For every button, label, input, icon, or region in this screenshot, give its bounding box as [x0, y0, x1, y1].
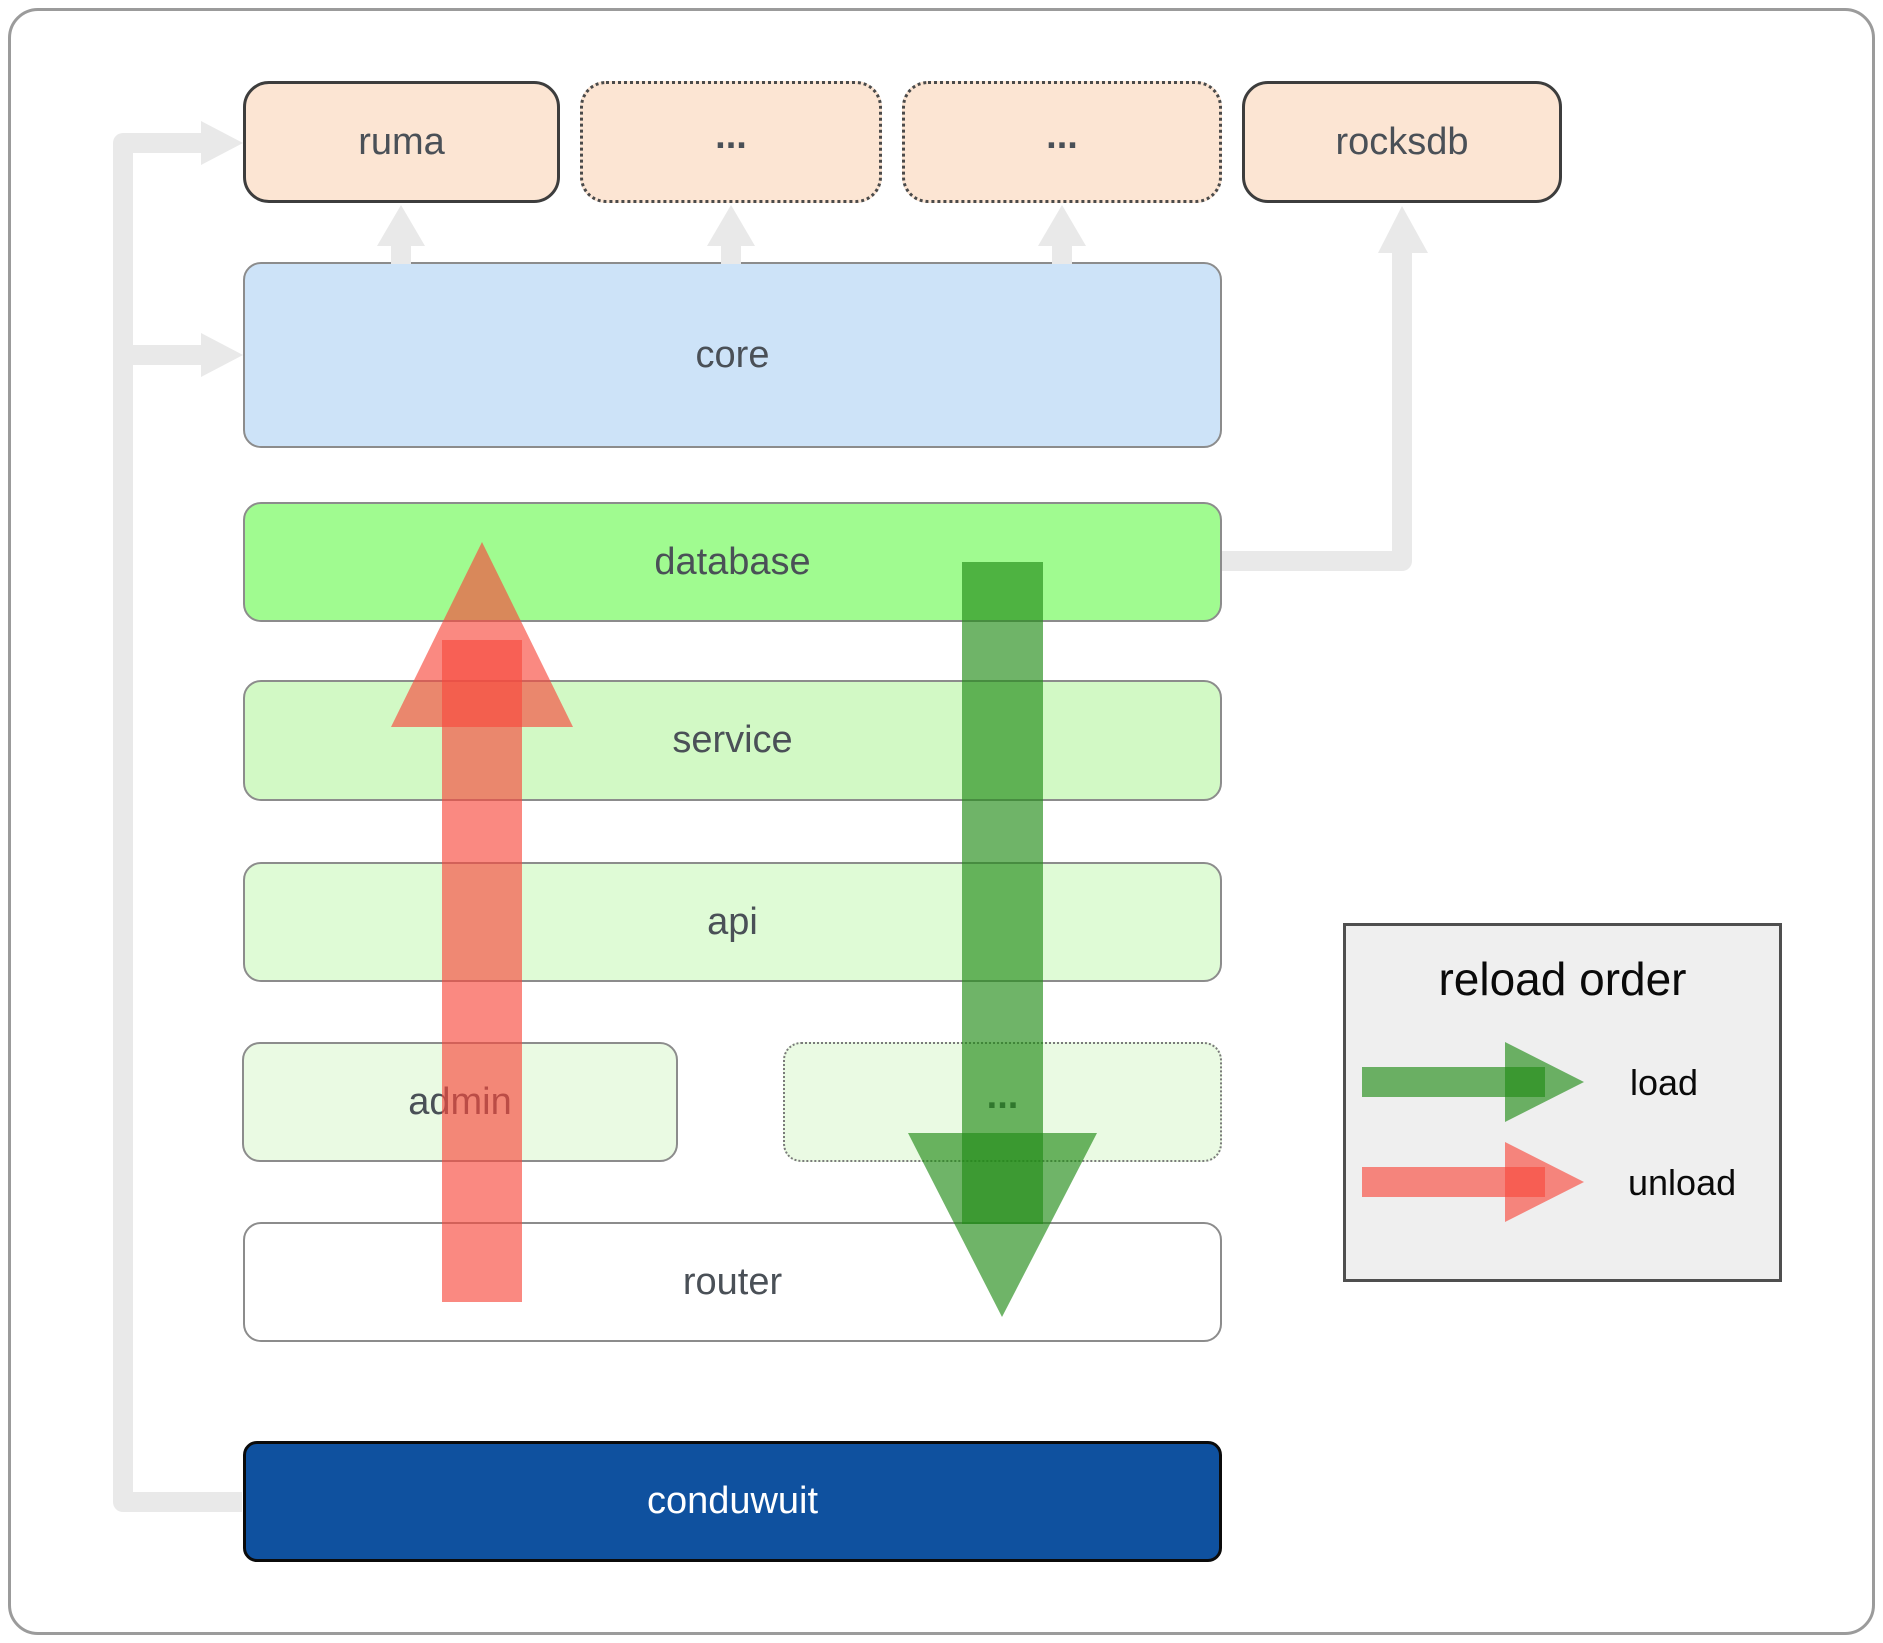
box-admin: admin: [242, 1042, 678, 1162]
box-api-label: api: [707, 900, 758, 943]
box-admin-label: admin: [408, 1080, 512, 1123]
box-ellipsis-2: ...: [902, 81, 1222, 203]
box-ellipsis-1-label: ...: [715, 114, 747, 157]
box-ellipsis-1: ...: [580, 81, 882, 203]
box-api: api: [243, 862, 1222, 982]
box-database-label: database: [654, 540, 811, 583]
box-ellipsis-3: ...: [783, 1042, 1222, 1162]
legend-title: reload order: [1438, 953, 1687, 1005]
legend-unload-label: unload: [1628, 1162, 1737, 1203]
box-database: database: [243, 502, 1222, 622]
box-service: service: [243, 680, 1222, 801]
legend-load-label: load: [1630, 1062, 1699, 1103]
box-ellipsis-3-label: ...: [986, 1074, 1019, 1117]
box-conduwuit-label: conduwuit: [646, 1480, 819, 1522]
box-ellipsis-2-label: ...: [1046, 114, 1078, 157]
box-conduwuit: conduwuit: [243, 1441, 1222, 1562]
box-rocksdb-label: rocksdb: [1335, 120, 1469, 163]
box-rocksdb: rocksdb: [1242, 81, 1562, 203]
diagram-outer-border: [8, 8, 1875, 1635]
legend-box: reload order load unload: [1343, 923, 1782, 1282]
box-core-label: core: [695, 333, 770, 376]
box-core: core: [243, 262, 1222, 448]
box-router-label: router: [682, 1260, 783, 1303]
box-ruma-label: ruma: [358, 120, 445, 163]
box-router: router: [243, 1222, 1222, 1342]
box-service-label: service: [672, 719, 793, 761]
box-ruma: ruma: [243, 81, 560, 203]
